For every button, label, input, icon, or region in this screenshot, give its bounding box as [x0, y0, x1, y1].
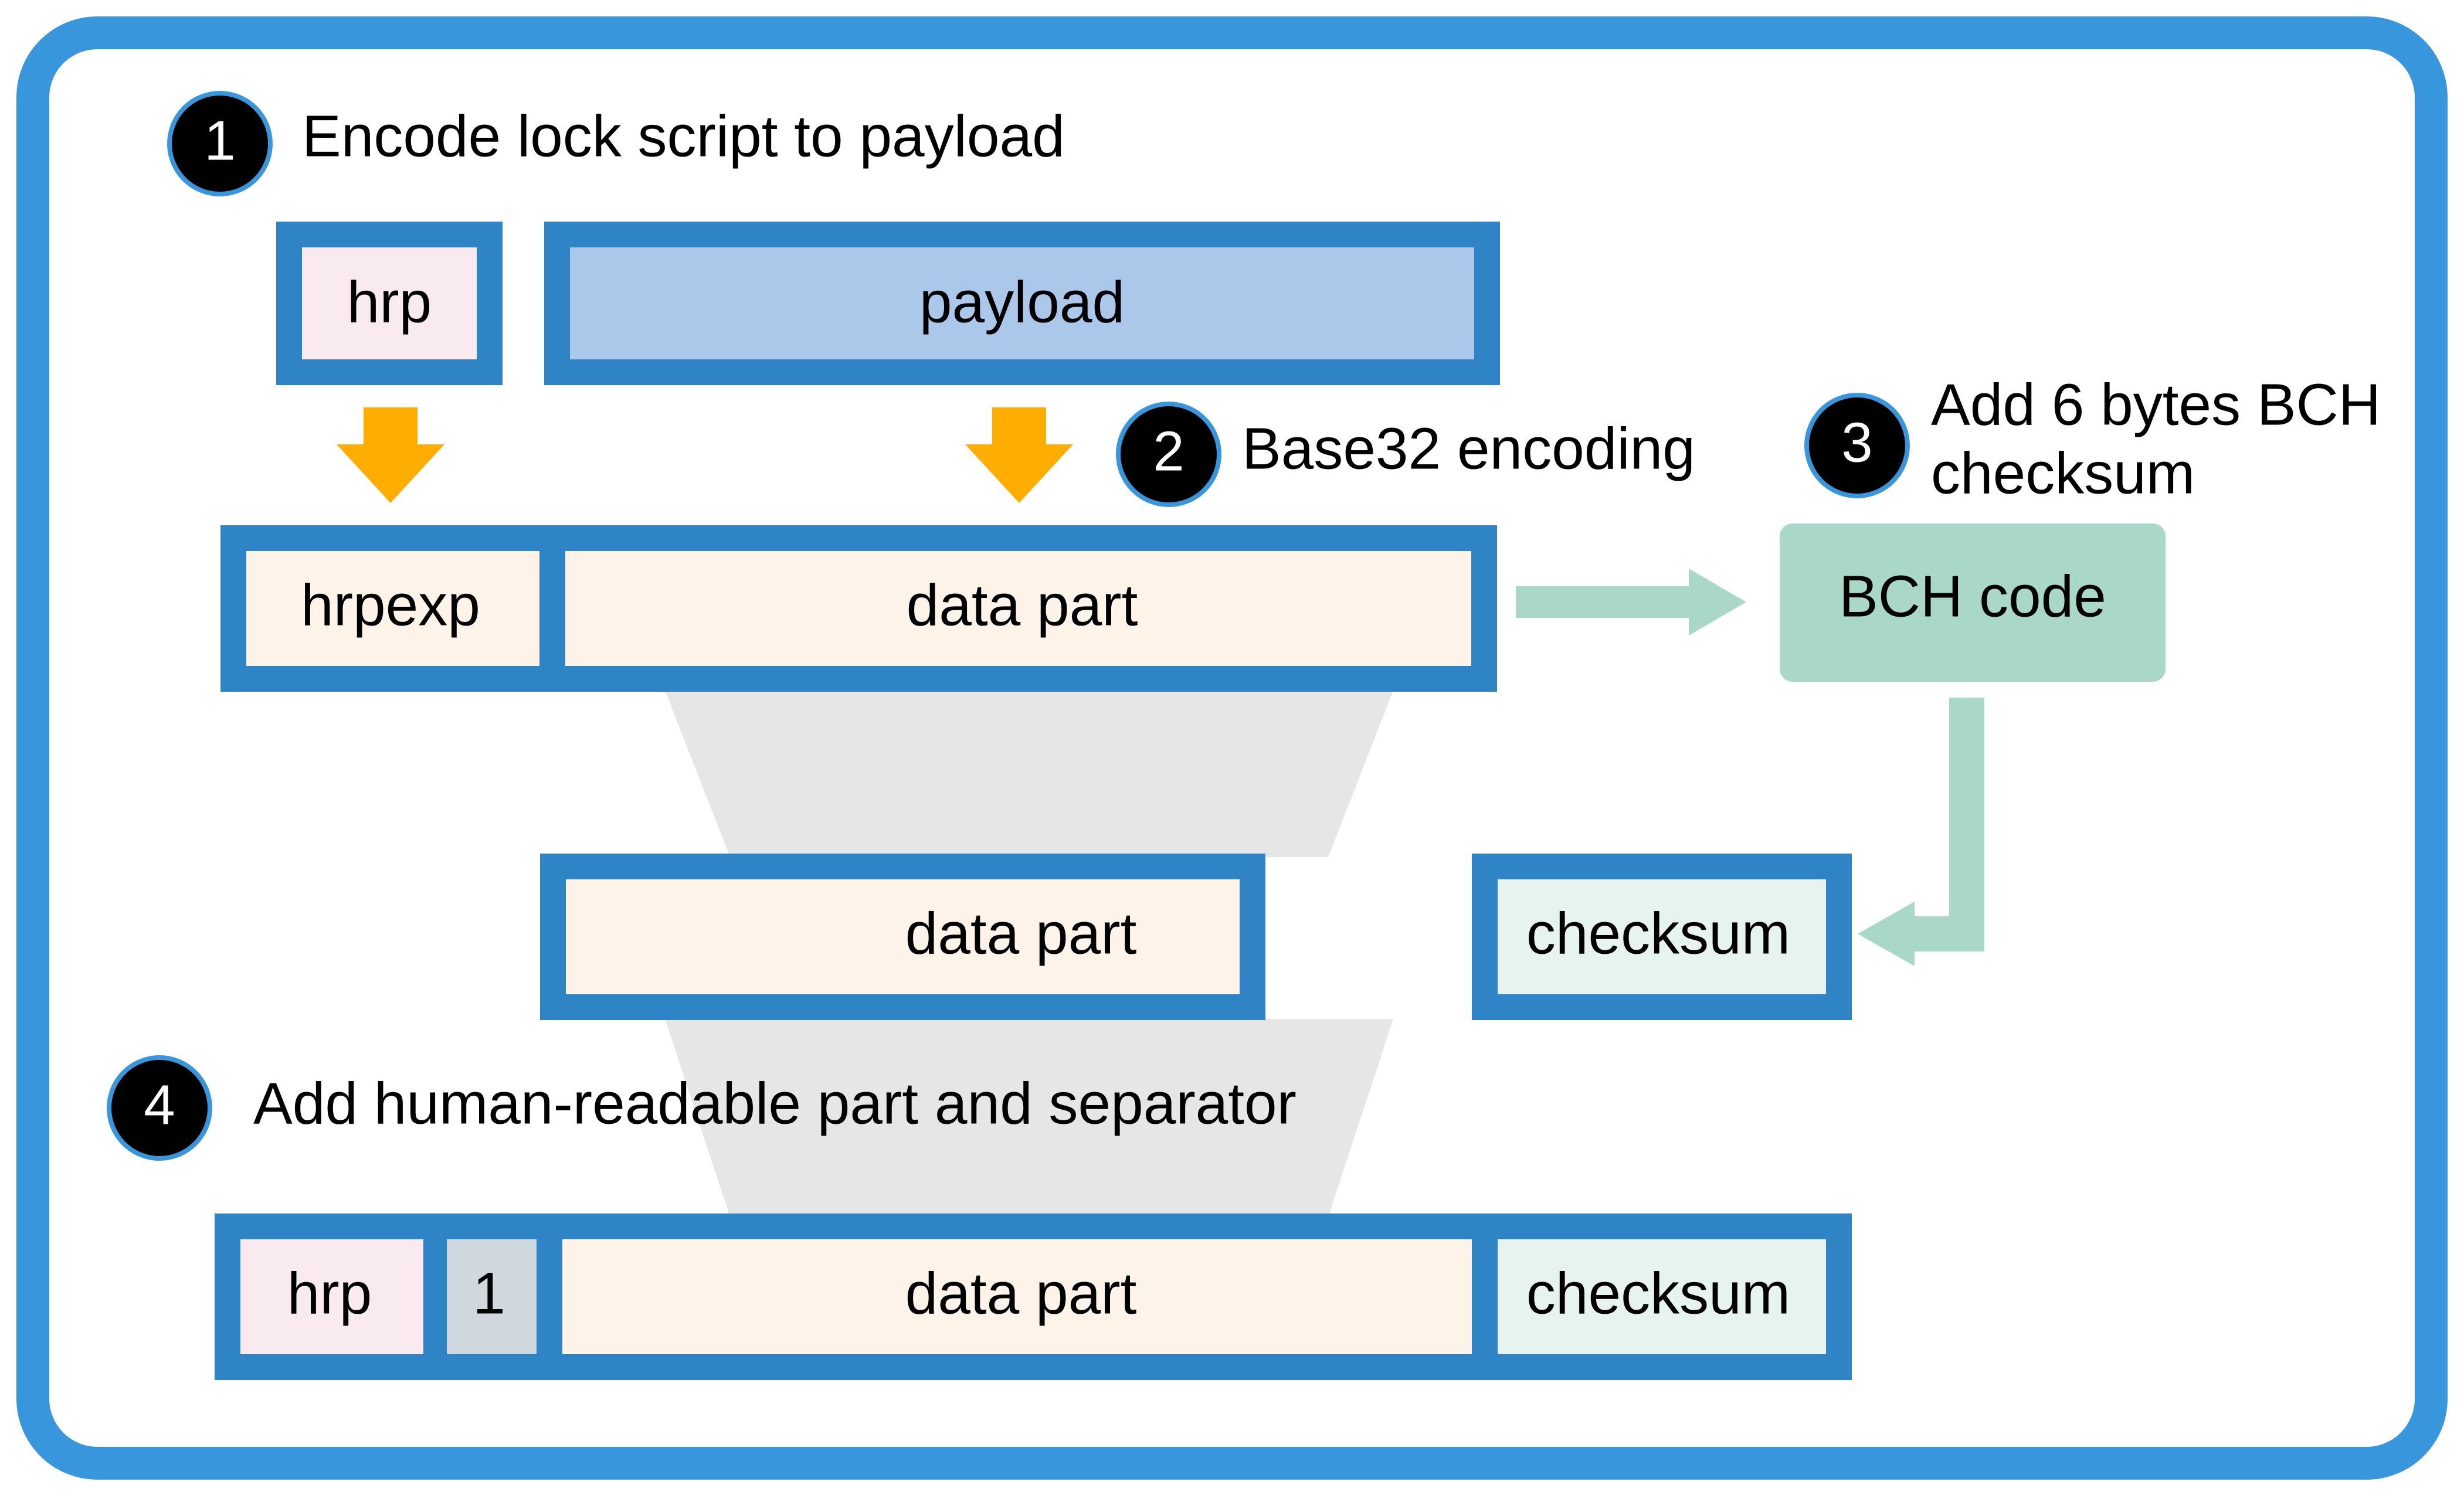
stage-2-hrpexp-box — [246, 551, 541, 666]
step-4-label: Add human-readable part and separator — [253, 1070, 1297, 1136]
step-4-badge — [107, 1055, 212, 1161]
step-1-number: 1 — [204, 109, 235, 172]
stage-4-row: hrp 1 data part checksum — [215, 1214, 1852, 1380]
stage-4-data-part-label: data part — [905, 1260, 1137, 1326]
stage-4-separator-box — [441, 1239, 538, 1354]
stage-3-data-part-label: data part — [905, 900, 1137, 966]
stage-1-row: hrp payload — [276, 222, 1500, 385]
stage-3-checksum-label: checksum — [1526, 900, 1790, 966]
stage-4-hrp-box — [240, 1239, 429, 1354]
stage-1-payload-box — [544, 222, 1500, 385]
stage-1-payload-label: payload — [919, 269, 1125, 335]
orange-arrow-down-right — [965, 407, 1073, 503]
step-3-badge — [1804, 393, 1910, 498]
stage-4-hrp-label: hrp — [287, 1260, 372, 1326]
stage-4-checksum-label: checksum — [1526, 1260, 1790, 1326]
step-4: 4 Add human-readable part and separator — [107, 1055, 1297, 1161]
step-3-number: 3 — [1841, 411, 1872, 474]
step-2-badge — [1116, 402, 1221, 507]
funnel-lower — [665, 1019, 1393, 1217]
step-2-label: Base32 encoding — [1242, 416, 1695, 481]
step-2: 2 Base32 encoding — [1116, 402, 1695, 507]
stage-2-hrpexp-label: hrpexp — [301, 572, 480, 638]
stage-4-separator-label: 1 — [473, 1260, 505, 1326]
step-1-label: Encode lock script to payload — [302, 103, 1065, 169]
stage-3-outer-box — [540, 854, 1265, 1020]
bch-code-rect — [1780, 524, 2166, 682]
teal-arrow-elbow — [1858, 698, 1984, 966]
stage-2-data-part-label: data part — [907, 572, 1138, 638]
stage-1-hrp-box — [276, 222, 503, 385]
stage-4-checksum-box — [1472, 1214, 1852, 1380]
stage-3-checksum-box — [1472, 854, 1852, 1020]
step-3: 3 Add 6 bytes BCH checksum — [1804, 372, 2381, 506]
step-1-badge — [167, 91, 273, 196]
funnel-upper — [665, 691, 1393, 857]
bch-code-box: BCH code — [1780, 524, 2166, 682]
stage-2-row: hrpexp data part — [220, 525, 1497, 692]
stage-1-hrp-label: hrp — [347, 269, 432, 335]
step-1: 1 Encode lock script to payload — [167, 91, 1065, 196]
orange-arrow-down-left — [337, 407, 444, 503]
step-3-label-line-1: Add 6 bytes BCH — [1931, 372, 2381, 437]
bch-code-label: BCH code — [1839, 563, 2106, 629]
step-3-label-line-2: checksum — [1931, 440, 2195, 506]
step-4-number: 4 — [144, 1073, 175, 1136]
step-2-number: 2 — [1153, 420, 1184, 482]
teal-arrow-right — [1516, 569, 1746, 635]
stage-3-row: data part checksum — [540, 854, 1852, 1020]
